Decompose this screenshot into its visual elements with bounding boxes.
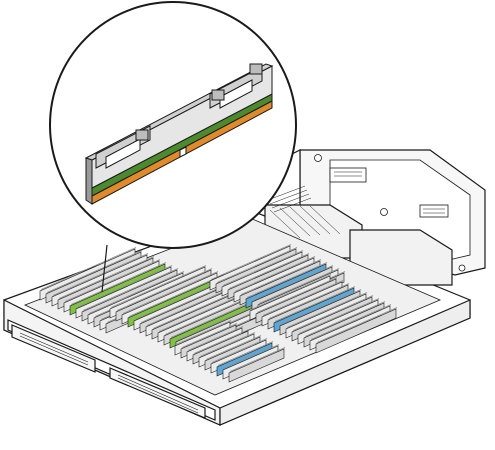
dimm-slot-edge bbox=[46, 250, 143, 293]
dimm-slot bbox=[315, 308, 397, 354]
dimm-slot-edge bbox=[246, 262, 328, 298]
dimm-slot-edge bbox=[222, 250, 304, 286]
callout-leader-line bbox=[101, 244, 108, 293]
dimm-slot-edge bbox=[223, 344, 280, 369]
dimm-slot-edge bbox=[64, 259, 161, 302]
dimm-slot-edge bbox=[234, 256, 316, 292]
dimm-slot-edge bbox=[210, 244, 292, 280]
dimm-slot-edge bbox=[240, 259, 322, 295]
dimm-slot bbox=[228, 348, 285, 383]
dimm-slot-edge bbox=[193, 329, 250, 354]
dimm-slot-edge bbox=[298, 298, 380, 334]
dimm-slot-edge bbox=[122, 271, 219, 314]
dimm-slot-edge bbox=[256, 277, 338, 313]
dimm-slot-edge bbox=[211, 338, 268, 363]
memory-module-icon bbox=[84, 63, 274, 205]
dimm-slot-edge bbox=[229, 347, 286, 372]
dimm-slot-edge bbox=[70, 262, 167, 305]
dimm-slot-edge bbox=[82, 268, 179, 311]
dimm-slot-edge bbox=[310, 304, 392, 340]
dimm-slot-edge bbox=[286, 292, 368, 328]
dimm-slot-edge bbox=[76, 265, 173, 308]
dimm-slot-edge bbox=[187, 326, 244, 351]
dimm-slot-edge bbox=[128, 274, 225, 317]
dimm-slot-edge bbox=[88, 271, 185, 314]
dimm-slot-edge bbox=[216, 247, 298, 283]
dimm-slot-edge bbox=[175, 320, 232, 345]
dimm-slot-edge bbox=[228, 253, 310, 289]
dimm-slot-edge bbox=[217, 341, 274, 366]
dimm-slot-edge bbox=[316, 307, 398, 343]
magnifier-callout bbox=[49, 1, 297, 293]
dimm-slot-edge bbox=[292, 295, 374, 331]
dimm-slot-edge bbox=[58, 256, 155, 299]
dimm-slot-banks bbox=[39, 244, 398, 383]
dimm-slot-edge bbox=[181, 323, 238, 348]
dimm-slot-edge bbox=[110, 265, 207, 308]
dimm-slot-edge bbox=[268, 283, 350, 319]
dimm-slot-edge bbox=[258, 268, 340, 304]
dimm-slot-edge bbox=[52, 253, 149, 296]
dimm-slot-edge bbox=[280, 289, 362, 325]
dimm-slot-edge bbox=[262, 280, 344, 316]
dimm-slot-edge bbox=[274, 286, 356, 322]
dimm-slot-edge bbox=[252, 265, 334, 301]
dimm-slot-edge bbox=[40, 247, 137, 290]
dimm-slot-edge bbox=[116, 268, 213, 311]
dimm-slot-edge bbox=[304, 301, 386, 337]
dimm-slot-edge bbox=[199, 332, 256, 357]
dimm-slot-edge bbox=[250, 274, 332, 310]
dimm-slot-edge bbox=[205, 335, 262, 360]
